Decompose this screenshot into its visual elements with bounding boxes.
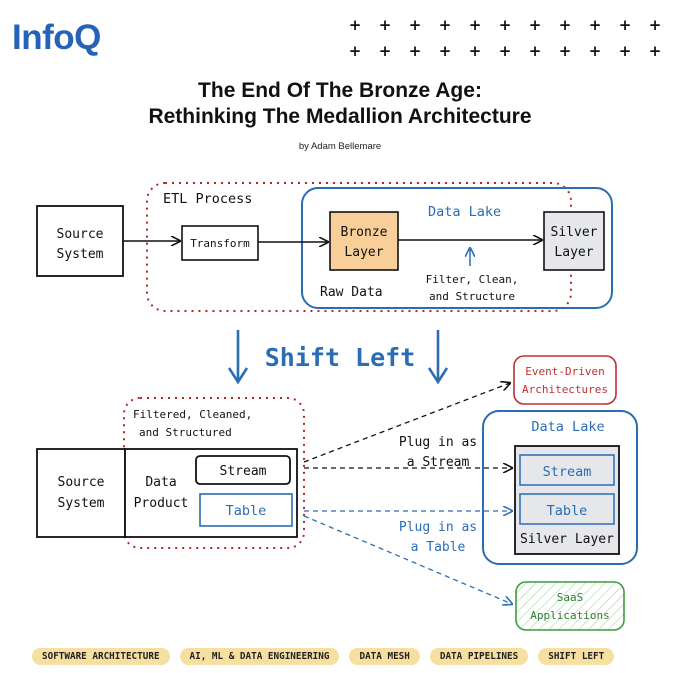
shift-left-arrow-left (227, 330, 249, 385)
source-system-label-top-2: System (57, 247, 104, 262)
shift-left-arrow-right (427, 330, 449, 385)
source-system-label-bottom-1: Source (58, 475, 105, 490)
arrow-table-to-saas (303, 515, 512, 604)
tag-shift-left[interactable]: SHIFT LEFT (538, 648, 615, 665)
data-lake-label-bottom: Data Lake (531, 419, 604, 435)
saas-label-2: Applications (530, 609, 609, 622)
source-system-label-bottom-2: System (58, 496, 105, 511)
bronze-layer-label-2: Layer (344, 245, 383, 260)
transform-label: Transform (190, 237, 250, 250)
source-system-box-bottom (36, 448, 126, 538)
data-product-label-2: Product (134, 496, 189, 511)
lake-table-box (519, 493, 615, 525)
title-line-2: Rethinking The Medallion Architecture (148, 105, 532, 128)
event-driven-box (513, 355, 617, 405)
filter-note-1: Filter, Clean, (426, 273, 519, 286)
bronze-layer-box (329, 211, 399, 271)
saas-box (515, 581, 625, 631)
author-byline: by Adam Bellemare (298, 141, 382, 152)
table-label: Table (226, 503, 267, 519)
topic-tags: SOFTWARE ARCHITECTURE AI, ML & DATA ENGI… (32, 648, 615, 665)
data-lake-label-top: Data Lake (428, 204, 501, 220)
event-driven-label-1: Event-Driven (525, 365, 604, 378)
plug-stream-note-2: a Stream (407, 455, 470, 470)
article-title: The End Of The Bronze Age: Rethinking Th… (0, 78, 680, 130)
filtered-note-1: Filtered, Cleaned, (133, 408, 252, 421)
tag-ai-ml-data-engineering[interactable]: AI, ML & DATA ENGINEERING (179, 648, 340, 665)
arrow-stream-to-event-driven (303, 383, 510, 463)
stream-box (195, 455, 291, 485)
data-lake-container-bottom (482, 410, 638, 565)
etl-process-label: ETL Process (163, 191, 252, 207)
infoq-logo: InfoQ (12, 18, 101, 57)
saas-label-1: SaaS (557, 591, 584, 604)
filtered-note-2: and Structured (139, 426, 232, 439)
data-lake-container-top (301, 187, 613, 309)
lake-stream-label: Stream (543, 464, 592, 480)
silver-layer-label-1: Silver (551, 225, 598, 240)
silver-layer-box-top (543, 211, 605, 271)
lake-stream-box (519, 454, 615, 486)
table-box (199, 493, 293, 527)
bronze-layer-label-1: Bronze (341, 225, 388, 240)
data-product-label-1: Data (145, 475, 176, 490)
plug-table-note-2: a Table (411, 540, 466, 555)
tag-data-mesh[interactable]: DATA MESH (349, 648, 420, 665)
tag-software-architecture[interactable]: SOFTWARE ARCHITECTURE (32, 648, 170, 665)
transform-box (181, 225, 259, 261)
source-system-label-top-1: Source (57, 227, 104, 242)
tag-data-pipelines[interactable]: DATA PIPELINES (429, 648, 529, 665)
plus-pattern-decoration: +++++++++++ +++++++++++ (348, 16, 662, 60)
filter-note-2: and Structure (429, 290, 515, 303)
plug-stream-note-1: Plug in as (399, 435, 477, 450)
silver-layer-label-2: Layer (554, 245, 593, 260)
stream-label: Stream (220, 464, 267, 479)
source-system-box-top (36, 205, 124, 277)
silver-layer-label-bottom: Silver Layer (520, 532, 614, 547)
event-driven-label-2: Architectures (522, 383, 608, 396)
shift-left-label: Shift Left (265, 343, 416, 372)
raw-data-label: Raw Data (320, 285, 383, 300)
lake-table-label: Table (547, 503, 588, 519)
title-line-1: The End Of The Bronze Age: (198, 79, 482, 102)
plug-table-note-1: Plug in as (399, 520, 477, 535)
